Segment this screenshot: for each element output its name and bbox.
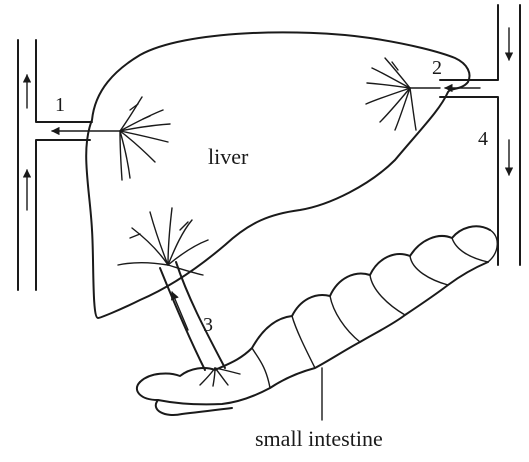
hepatic-vessel-branch-1	[90, 97, 170, 180]
small-intestine-label: small intestine	[255, 426, 383, 451]
label-1: 1	[55, 94, 65, 116]
label-2: 2	[432, 57, 442, 79]
liver-label: liver	[208, 144, 249, 169]
liver-outline	[86, 32, 469, 318]
up-arrow-icon	[172, 292, 188, 330]
small-intestine	[137, 226, 497, 420]
left-vessel	[18, 40, 92, 290]
label-4: 4	[478, 128, 488, 150]
portal-vein	[118, 208, 240, 386]
label-3: 3	[203, 314, 213, 336]
